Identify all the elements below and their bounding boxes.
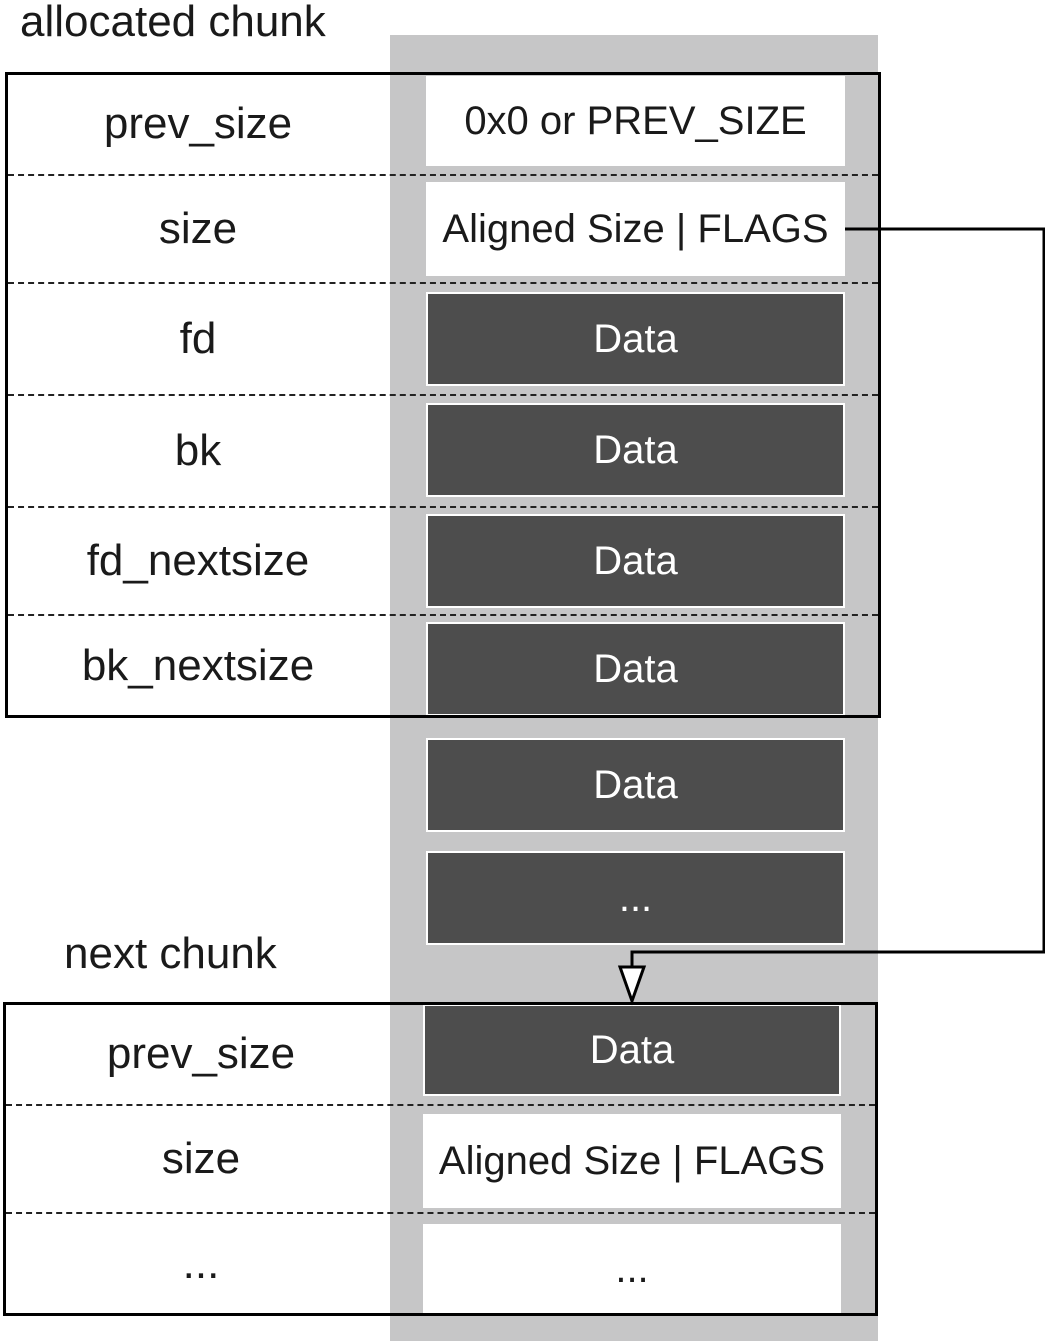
next-chunk-title: next chunk: [64, 929, 277, 978]
bk-value: Data: [426, 403, 845, 497]
arrowhead-icon: [617, 965, 647, 1006]
next-divider: [6, 1104, 875, 1106]
bk-nextsize-label: bk_nextsize: [81, 641, 315, 690]
next-chunk-frame: [3, 1002, 878, 1316]
fd-label: fd: [179, 314, 217, 363]
prev-size-value: 0x0 or PREV_SIZE: [426, 76, 845, 166]
next-divider: [6, 1212, 875, 1214]
next-ellipsis-label: ...: [182, 1239, 220, 1288]
bk-label: bk: [174, 426, 222, 475]
allocated-divider: [8, 614, 878, 616]
allocated-chunk-frame: [5, 72, 881, 718]
next-prev-size-value: Data: [423, 1004, 841, 1096]
prev-size-label: prev_size: [103, 99, 293, 148]
extra-data-value: Data: [426, 738, 845, 832]
fd-value: Data: [426, 292, 845, 386]
allocated-divider: [8, 394, 878, 396]
allocated-chunk-title: allocated chunk: [20, 0, 326, 46]
size-value: Aligned Size | FLAGS: [426, 182, 845, 276]
next-size-value: Aligned Size | FLAGS: [423, 1114, 841, 1208]
next-prev-size-label: prev_size: [106, 1029, 296, 1078]
fd-nextsize-label: fd_nextsize: [86, 536, 310, 585]
size-label: size: [158, 204, 238, 253]
allocated-divider: [8, 506, 878, 508]
arrow-connector-line: [630, 227, 1045, 967]
fd-nextsize-value: Data: [426, 514, 845, 608]
next-ellipsis-value: ...: [423, 1224, 841, 1314]
allocated-divider: [8, 282, 878, 284]
extra-ellipsis-value: ...: [426, 851, 845, 945]
next-size-label: size: [161, 1134, 241, 1183]
allocated-divider: [8, 174, 878, 176]
